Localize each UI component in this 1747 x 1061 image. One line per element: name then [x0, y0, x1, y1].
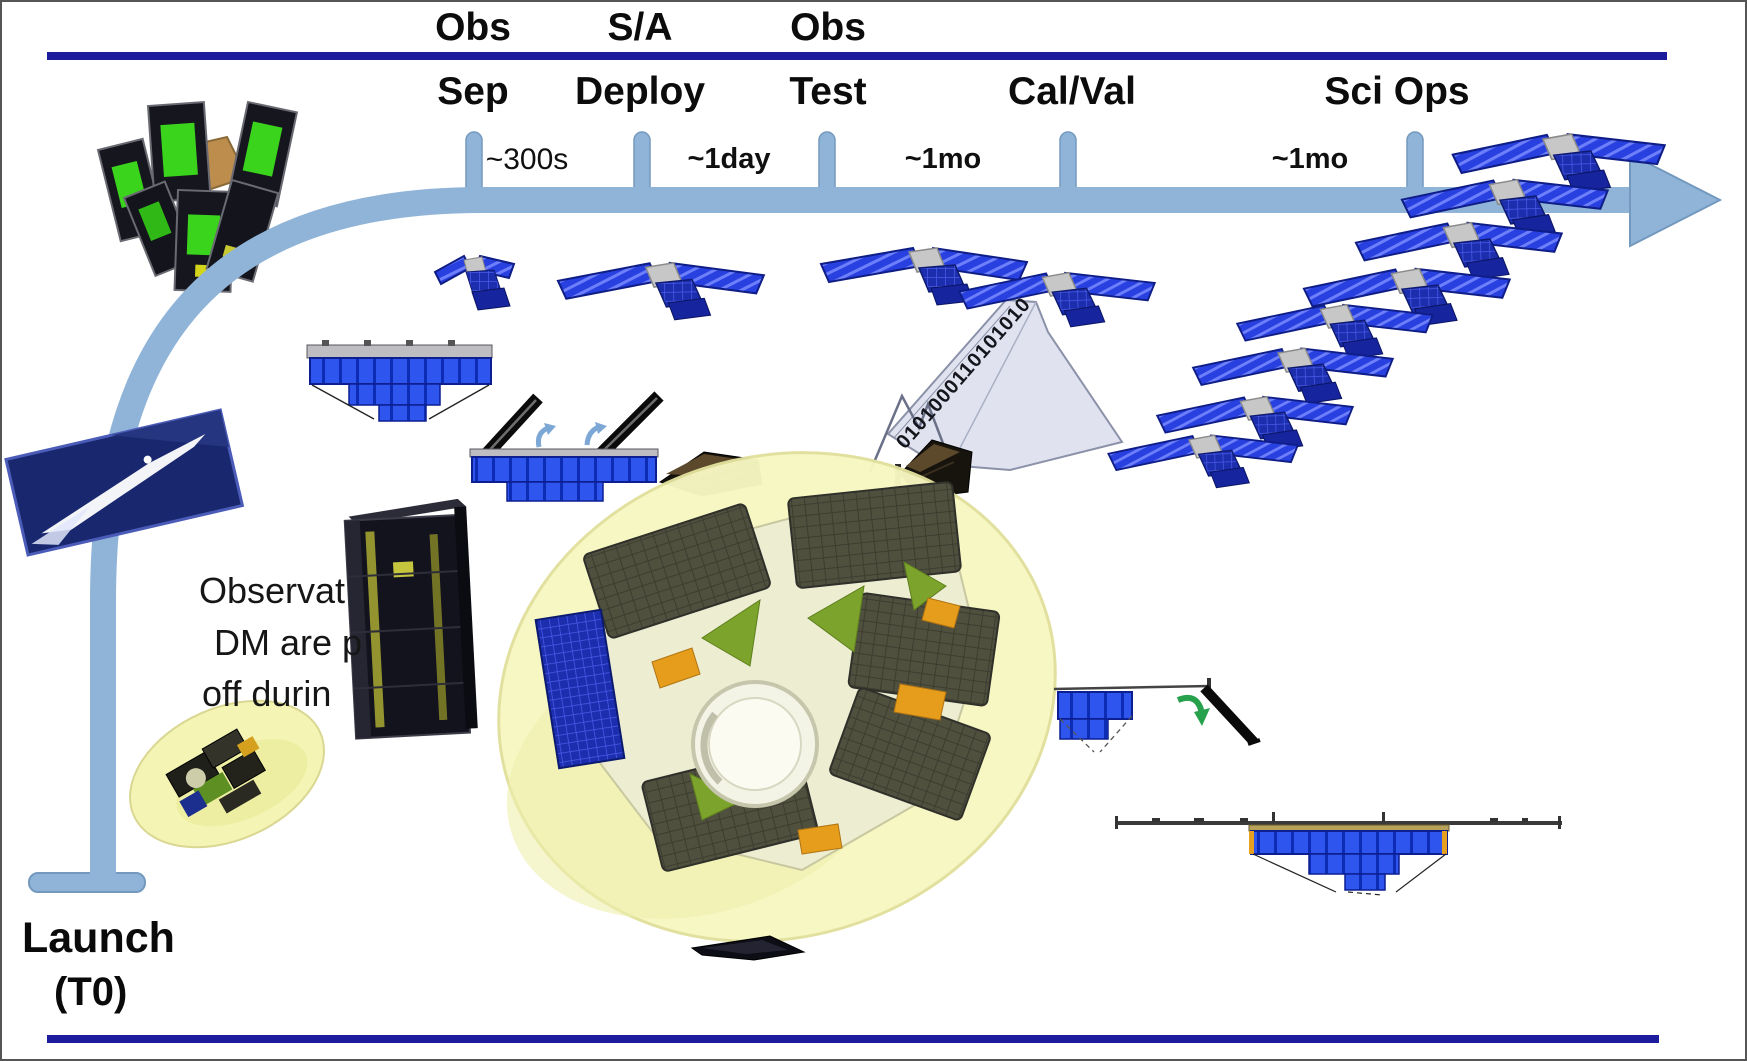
array-redeploy-icon — [1053, 678, 1261, 753]
deployed-sat-icon — [1191, 344, 1396, 409]
observatory-stack-icon — [534, 481, 1001, 872]
separated-panel-icon — [690, 935, 806, 961]
phase-bottom-sa-deploy: Deploy — [574, 70, 706, 113]
obs-sep-sat-icon — [433, 254, 516, 311]
arrowhead-icon — [1629, 152, 1723, 248]
phase-top-obs-test: Obs — [790, 6, 866, 49]
phase-bottom-sci-ops: Sci Ops — [1324, 70, 1470, 113]
phase-top-sa-deploy: S/A — [607, 6, 673, 49]
deployed-boom-observatory-icon — [1115, 812, 1562, 896]
stowed-observatory-fairing-icon — [129, 699, 325, 849]
duration-sa-deploy: ~1day — [687, 143, 771, 175]
phase-bottom-obs-sep: Sep — [437, 70, 509, 113]
duration-obs-sep: ~300s — [485, 143, 569, 176]
note-line-2: DM are p — [214, 622, 363, 663]
phase-bottom-obs-test: Test — [789, 70, 867, 113]
top-divider-rule — [47, 52, 1667, 60]
ground-station-icon — [868, 393, 946, 473]
note-line-3: off durin — [202, 673, 332, 714]
bottom-divider-rule — [47, 1035, 1659, 1043]
deployed-sat-icon — [556, 260, 766, 323]
launch-tick — [28, 872, 146, 893]
deployed-sat-icon — [1106, 431, 1301, 493]
note-line-1: Observat — [199, 570, 346, 611]
launch-label: Launch — [22, 914, 175, 962]
duration-obs-test: ~1mo — [904, 143, 982, 175]
observatory-cluster-icon — [96, 100, 299, 293]
sa-deploy-icon — [469, 391, 664, 502]
payload-fairing-icon — [497, 451, 1057, 943]
stowed-array-icon — [306, 340, 493, 422]
launch-t0-label: (T0) — [54, 970, 128, 1014]
phase-bottom-cal-val: Cal/Val — [1008, 70, 1136, 113]
launch-photo-image — [4, 408, 245, 557]
phase-top-obs-sep: Obs — [435, 6, 511, 49]
duration-cal-val: ~1mo — [1271, 143, 1349, 175]
dm-spacecraft-icon — [343, 498, 478, 740]
